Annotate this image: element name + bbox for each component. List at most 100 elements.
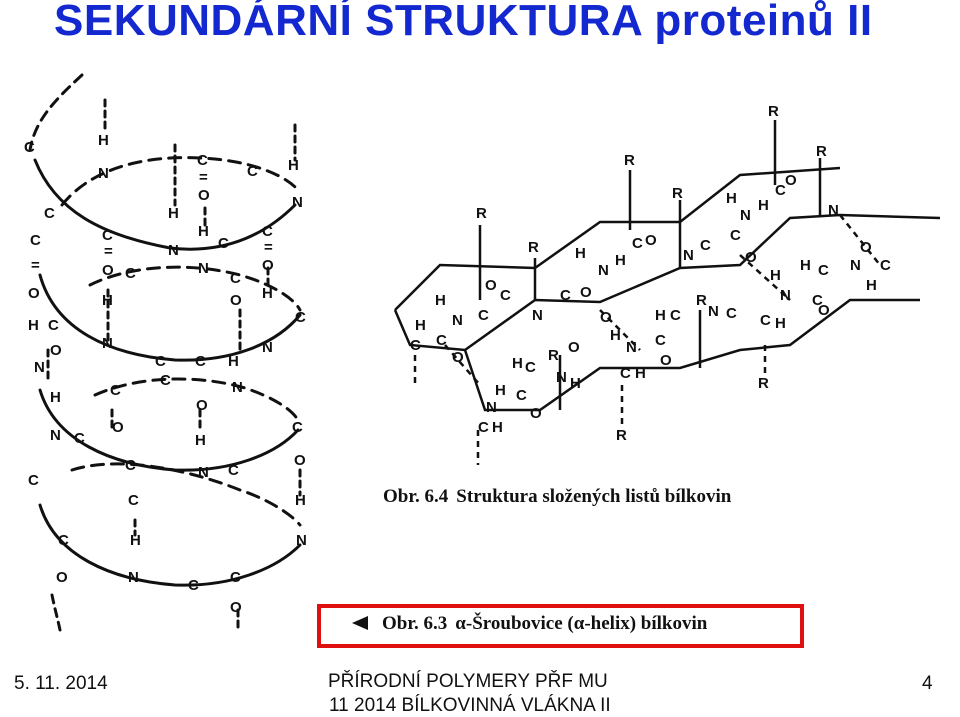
svg-text:N: N xyxy=(128,569,139,586)
svg-text:R: R xyxy=(548,347,559,364)
svg-text:O: O xyxy=(660,352,672,369)
sheet-figure-text: Struktura složených listů bílkovin xyxy=(456,486,732,507)
svg-text:O: O xyxy=(645,232,657,249)
svg-text:C: C xyxy=(620,365,631,382)
svg-text:H: H xyxy=(288,157,299,174)
svg-text:N: N xyxy=(262,339,273,356)
svg-text:H: H xyxy=(228,353,239,370)
svg-text:H: H xyxy=(198,223,209,240)
svg-text:C: C xyxy=(700,237,711,254)
svg-text:H: H xyxy=(610,327,621,344)
svg-text:H: H xyxy=(435,292,446,309)
svg-text:N: N xyxy=(102,335,113,352)
svg-text:H: H xyxy=(28,317,39,334)
svg-text:O: O xyxy=(230,292,242,309)
svg-text:C: C xyxy=(632,235,643,252)
svg-text:C: C xyxy=(760,312,771,329)
svg-text:C: C xyxy=(410,337,421,354)
svg-text:H: H xyxy=(102,292,113,309)
svg-text:O: O xyxy=(102,262,114,279)
svg-text:C: C xyxy=(48,317,59,334)
svg-text:N: N xyxy=(98,165,109,182)
page-number: 4 xyxy=(922,673,933,694)
svg-text:C: C xyxy=(478,307,489,324)
svg-text:O: O xyxy=(860,239,872,256)
svg-text:C: C xyxy=(478,419,489,436)
svg-text:C: C xyxy=(74,430,85,447)
svg-text:=: = xyxy=(199,169,208,186)
svg-text:R: R xyxy=(696,292,707,309)
svg-text:C: C xyxy=(775,182,786,199)
svg-text:N: N xyxy=(292,194,303,211)
svg-text:N: N xyxy=(850,257,861,274)
svg-text:N: N xyxy=(780,287,791,304)
svg-text:H: H xyxy=(168,205,179,222)
svg-text:H: H xyxy=(775,315,786,332)
svg-text:=: = xyxy=(264,239,273,256)
svg-text:C: C xyxy=(155,353,166,370)
svg-text:C: C xyxy=(160,372,171,389)
svg-text:O: O xyxy=(262,257,274,274)
svg-text:H: H xyxy=(770,267,781,284)
svg-text:N: N xyxy=(683,247,694,264)
svg-text:N: N xyxy=(626,339,637,356)
svg-text:C: C xyxy=(812,292,823,309)
svg-text:H: H xyxy=(262,285,273,302)
svg-text:H: H xyxy=(655,307,666,324)
svg-text:C: C xyxy=(436,332,447,349)
svg-text:C: C xyxy=(525,359,536,376)
svg-text:C: C xyxy=(58,532,69,549)
svg-text:N: N xyxy=(828,202,839,219)
highlight-box xyxy=(317,604,804,648)
svg-text:N: N xyxy=(296,532,307,549)
svg-text:C: C xyxy=(880,257,891,274)
svg-text:C: C xyxy=(30,232,41,249)
svg-text:R: R xyxy=(624,152,635,169)
svg-text:C: C xyxy=(44,205,55,222)
footer-course-title: PŘÍRODNÍ POLYMERY PŘF MU xyxy=(328,671,608,692)
svg-text:N: N xyxy=(598,262,609,279)
svg-text:C: C xyxy=(188,577,199,594)
svg-text:C: C xyxy=(247,163,258,180)
svg-text:H: H xyxy=(800,257,811,274)
svg-text:O: O xyxy=(112,419,124,436)
svg-text:H: H xyxy=(758,197,769,214)
svg-text:N: N xyxy=(708,303,719,320)
svg-text:C: C xyxy=(110,382,121,399)
svg-text:C: C xyxy=(218,235,229,252)
svg-text:C: C xyxy=(670,307,681,324)
svg-text:=: = xyxy=(104,243,113,260)
svg-text:O: O xyxy=(745,249,757,266)
svg-text:O: O xyxy=(196,397,208,414)
svg-text:O: O xyxy=(198,187,210,204)
svg-text:O: O xyxy=(580,284,592,301)
svg-text:C: C xyxy=(730,227,741,244)
svg-text:C: C xyxy=(230,270,241,287)
svg-text:O: O xyxy=(785,172,797,189)
svg-text:C: C xyxy=(516,387,527,404)
svg-text:H: H xyxy=(295,492,306,509)
svg-text:R: R xyxy=(758,375,769,392)
svg-text:C: C xyxy=(262,223,273,240)
svg-text:N: N xyxy=(232,379,243,396)
helix-figure-number: Obr. 6.3 xyxy=(382,613,448,634)
svg-text:N: N xyxy=(198,260,209,277)
svg-text:R: R xyxy=(476,205,487,222)
svg-text:H: H xyxy=(575,245,586,262)
svg-text:O: O xyxy=(818,302,830,319)
svg-text:N: N xyxy=(532,307,543,324)
svg-text:C: C xyxy=(726,305,737,322)
svg-text:C: C xyxy=(128,492,139,509)
svg-text:C: C xyxy=(655,332,666,349)
svg-text:H: H xyxy=(615,252,626,269)
svg-text:N: N xyxy=(198,464,209,481)
svg-text:O: O xyxy=(50,342,62,359)
svg-text:C: C xyxy=(292,419,303,436)
svg-text:C: C xyxy=(24,139,35,156)
svg-text:O: O xyxy=(294,452,306,469)
svg-text:=: = xyxy=(31,257,40,274)
footer-subtitle: 11 2014 BÍLKOVINNÁ VLÁKNA II xyxy=(329,695,611,716)
svg-text:H: H xyxy=(726,190,737,207)
